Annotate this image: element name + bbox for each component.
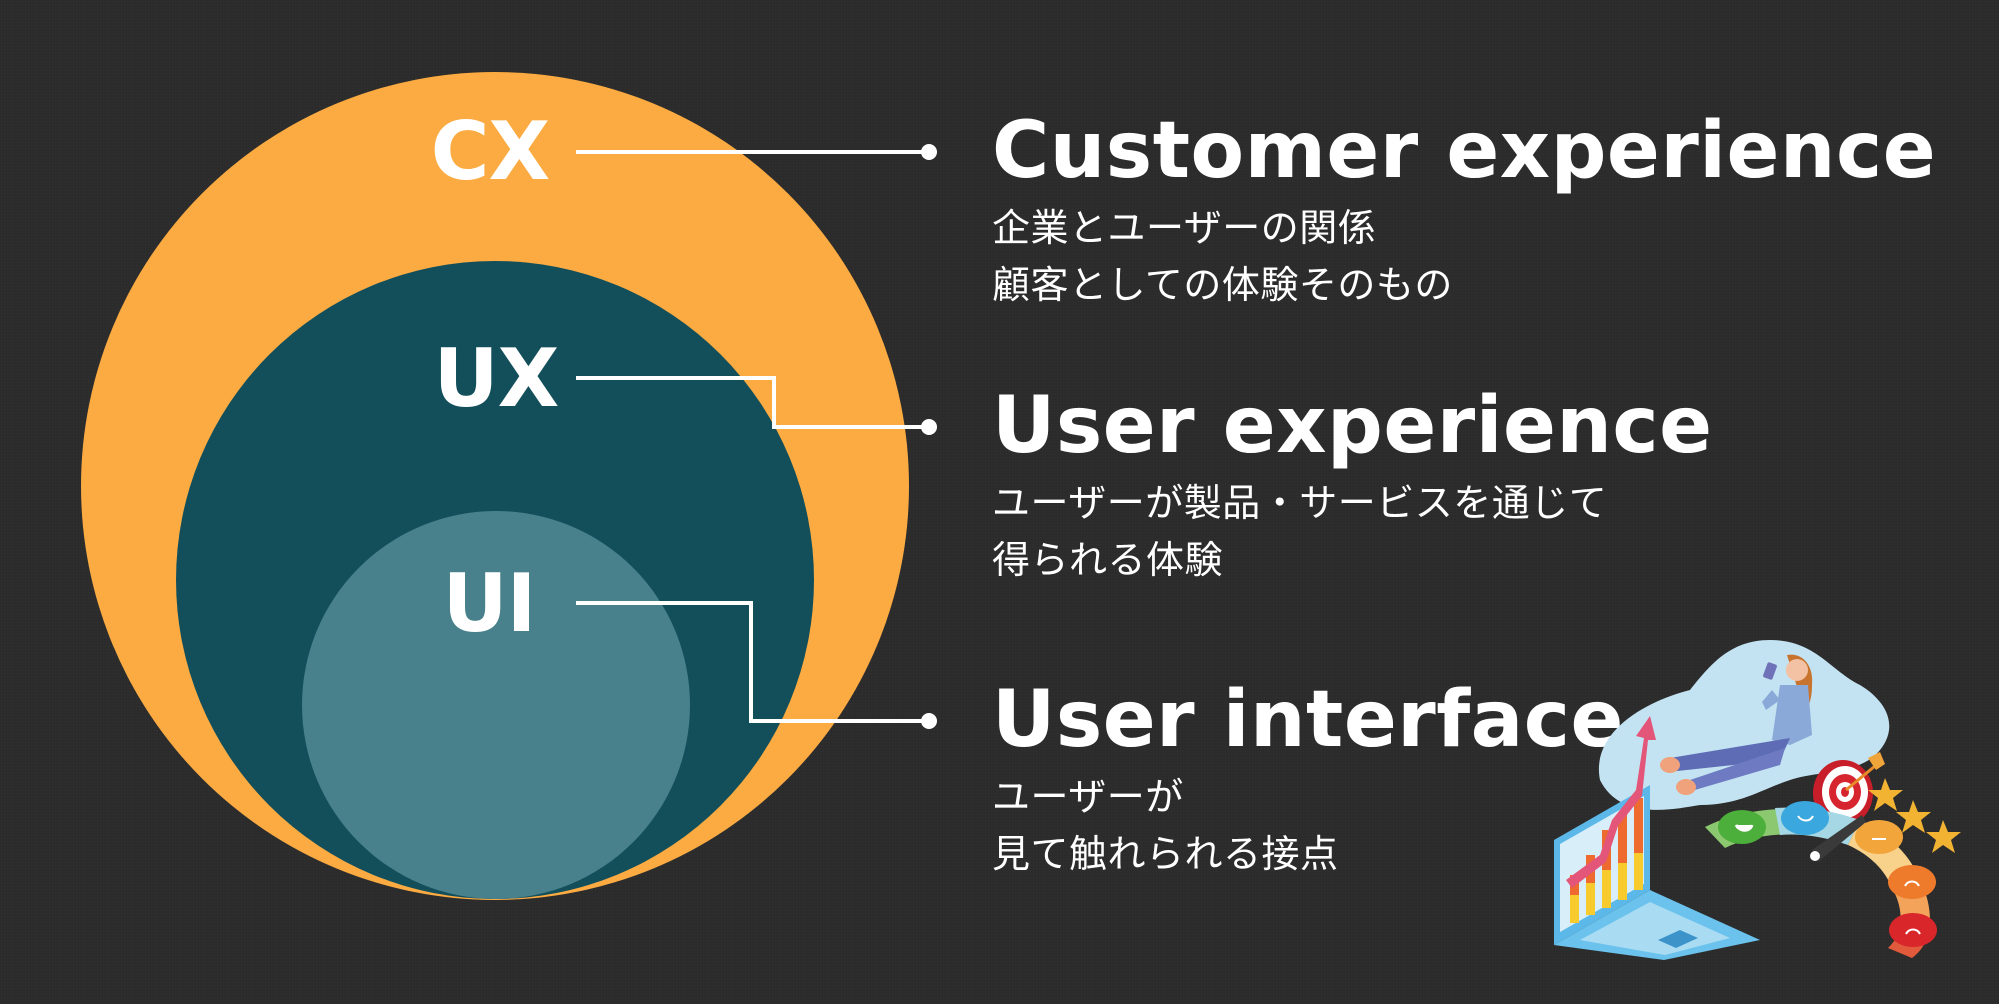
cx-description-line: 企業とユーザーの関係 <box>992 206 1377 250</box>
ux-label: UX <box>433 332 560 425</box>
ui-description: ユーザーが 見て触れられる接点 <box>992 769 1624 883</box>
cx-label: CX <box>430 105 550 198</box>
cx-description-line: 顧客としての体験そのもの <box>992 263 1453 307</box>
rating-stars-icon <box>1868 778 1961 853</box>
target-icon <box>1813 752 1885 826</box>
ui-description-line: ユーザーが <box>992 775 1184 819</box>
ui-label: UI <box>442 557 537 650</box>
ui-definition: User interface ユーザーが 見て触れられる接点 <box>992 675 1624 883</box>
ux-description-line: ユーザーが製品・サービスを通じて <box>992 481 1608 525</box>
meter-needle-icon <box>1812 815 1866 862</box>
cx-title: Customer experience <box>992 106 1937 196</box>
trend-arrow-icon <box>1566 716 1656 888</box>
cx-definition: Customer experience 企業とユーザーの関係 顧客としての体験そ… <box>992 106 1936 314</box>
ux-description-line: 得られる体験 <box>992 538 1224 582</box>
satisfaction-illustration <box>1554 640 1961 960</box>
happy-face-icon <box>1781 801 1829 835</box>
cx-description: 企業とユーザーの関係 顧客としての体験そのもの <box>992 200 1936 314</box>
neutral-face-icon <box>1855 820 1903 854</box>
woman-figure-icon <box>1660 654 1813 795</box>
satisfaction-meter <box>1705 801 1937 958</box>
ux-title: User experience <box>992 381 1713 471</box>
ux-definition: User experience ユーザーが製品・サービスを通じて 得られる体験 <box>992 381 1713 589</box>
ux-description: ユーザーが製品・サービスを通じて 得られる体験 <box>992 475 1713 589</box>
ui-description-line: 見て触れられる接点 <box>992 832 1339 876</box>
laptop-icon <box>1554 716 1760 960</box>
ui-title: User interface <box>992 675 1624 765</box>
